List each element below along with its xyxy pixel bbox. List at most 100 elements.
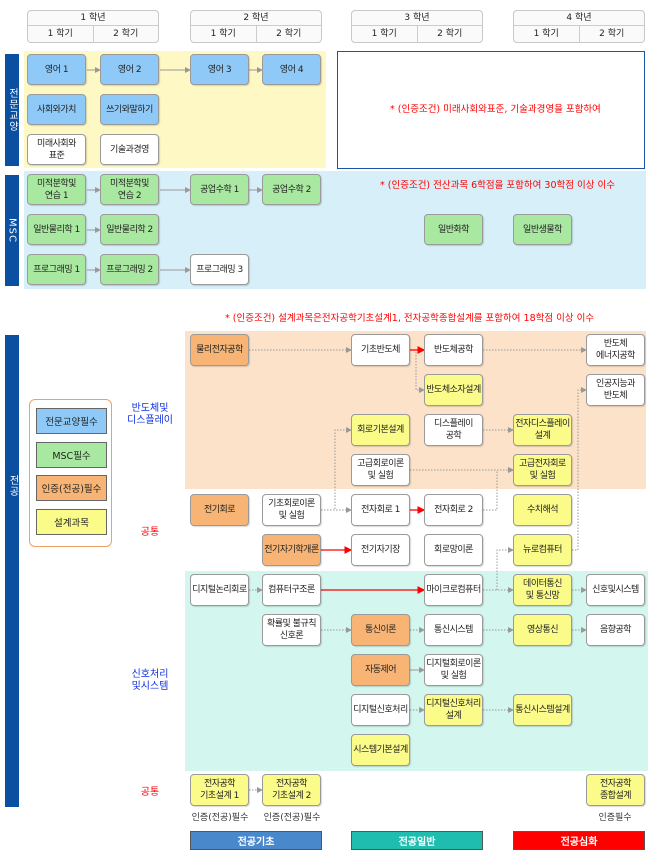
course-box: 회로기본설계 [351, 414, 410, 446]
category-common-design: 공통 [140, 787, 160, 798]
semester-label: 2 학기 [276, 29, 302, 39]
semester-label: 1 학기 [191, 26, 257, 43]
course-box: 물리전자공학 [190, 334, 249, 366]
course-box: 수치해석 [513, 494, 572, 526]
course-box: 일반생물학 [513, 214, 572, 245]
semester-label: 1 학기 [514, 26, 580, 43]
course-box: 인공지능과 반도체 [586, 374, 645, 406]
level-basic: 전공기초 [190, 831, 322, 850]
course-box: 일반물리학 2 [100, 214, 159, 245]
course-box: 영어 4 [262, 54, 321, 85]
course-box: 회로망이론 [424, 534, 483, 566]
course-box: 미적분학및 연습 2 [100, 174, 159, 205]
course-box: 영상통신 [513, 614, 572, 646]
course-box: 디지털논리회로 [190, 574, 249, 606]
course-box: 디지털신호처리 설계 [424, 694, 483, 726]
semester-label: 2 학기 [599, 29, 625, 39]
course-box: 전자공학 기초설계 1 [190, 774, 249, 806]
legend-design: 설계과목 [36, 509, 107, 535]
course-box: 마이크로컴퓨터 [424, 574, 483, 606]
liberal-note-box [337, 51, 645, 169]
course-box: 기술과경영 [100, 134, 159, 165]
prerequisite-arrow [483, 467, 514, 511]
semester-label: 2 학기 [437, 29, 463, 39]
requirement-label: 인증필수 [598, 813, 632, 823]
course-box: 디스플레이 공학 [424, 414, 483, 446]
course-box: 음향공학 [586, 614, 645, 646]
course-box: 프로그래밍 3 [190, 254, 249, 285]
requirement-label: 인증(전공)필수 [263, 813, 321, 823]
course-box: 디지털회로이론 및 실험 [424, 654, 483, 686]
semester-label: 2 학기 [113, 29, 139, 39]
course-box: 전자회로 1 [351, 494, 410, 526]
course-box: 영어 1 [27, 54, 86, 85]
course-box: 전자회로 2 [424, 494, 483, 526]
prerequisite-arrow [415, 352, 425, 393]
course-box: 공업수학 2 [262, 174, 321, 205]
course-box: 사회와가치 [27, 94, 86, 125]
level-advanced: 전공심화 [513, 831, 645, 850]
course-box: 시스템기본설계 [351, 734, 410, 766]
course-box: 신호및시스템 [586, 574, 645, 606]
course-box: 데이터통신 및 통신망 [513, 574, 572, 606]
course-box: 영어 3 [190, 54, 249, 85]
level-general: 전공일반 [351, 831, 483, 850]
course-box: 고급전자회로 및 실험 [513, 454, 572, 486]
course-box: 프로그래밍 1 [27, 254, 86, 285]
course-box: 확률및 불규칙 신호론 [262, 614, 321, 646]
course-box: 영어 2 [100, 54, 159, 85]
course-box: 전기회로 [190, 494, 249, 526]
requirement-label: 인증(전공)필수 [191, 813, 249, 823]
course-box: 미적분학및 연습 1 [27, 174, 86, 205]
year-label: 2 학년 [191, 11, 321, 26]
semester-label: 1 학기 [28, 26, 94, 43]
course-box: 전자공학 기초설계 2 [262, 774, 321, 806]
legend-liberal: 전문교양필수 [36, 408, 107, 434]
section-label-major: 전공 [5, 335, 19, 807]
course-box: 반도체공학 [424, 334, 483, 366]
category-common: 공통 [140, 527, 160, 538]
legend: 전문교양필수 MSC필수 인증(전공)필수 설계과목 [29, 399, 112, 547]
course-box: 통신시스템 [424, 614, 483, 646]
category-semiconductor: 반도체및 디스플레이 [127, 403, 173, 426]
course-box: 반도체 에너지공학 [586, 334, 645, 366]
course-box: 통신이론 [351, 614, 410, 646]
course-box: 전자디스플레이 설계 [513, 414, 572, 446]
prerequisite-arrow [572, 387, 587, 551]
msc-note: * (인증조건) 전산과목 6학점을 포함하여 30학점 이상 이수 [380, 180, 615, 191]
course-box: 기초반도체 [351, 334, 410, 366]
category-signal: 신호처리 및시스템 [131, 669, 169, 692]
course-box: 자동제어 [351, 654, 410, 686]
course-box: 공업수학 1 [190, 174, 249, 205]
course-box: 전기자기장 [351, 534, 410, 566]
prerequisite-arrow [321, 427, 352, 511]
major-note: * (인증조건) 설계과목은전자공학기초설계1, 전자공학종합설계를 포함하여 … [225, 313, 595, 324]
course-box: 일반물리학 1 [27, 214, 86, 245]
course-box: 일반화학 [424, 214, 483, 245]
semester-label: 1 학기 [352, 26, 418, 43]
liberal-note: * (인증조건) 미래사회와표준, 기술과경영을 포함하여 [390, 104, 601, 115]
course-box: 프로그래밍 2 [100, 254, 159, 285]
legend-major-required: 인증(전공)필수 [36, 475, 107, 501]
course-box: 전자공학 종합설계 [586, 774, 645, 806]
course-box: 기초회로이론 및 실험 [262, 494, 321, 526]
section-label-msc: MSC [5, 175, 19, 286]
year-label: 4 학년 [514, 11, 644, 26]
course-box: 전기자기학개론 [262, 534, 321, 566]
course-box: 반도체소자설계 [424, 374, 483, 406]
course-box: 디지털신호처리 [351, 694, 410, 726]
course-box: 쓰기와말하기 [100, 94, 159, 125]
course-box: 컴퓨터구조론 [262, 574, 321, 606]
course-box: 뉴로컴퓨터 [513, 534, 572, 566]
course-box: 미래사회와 표준 [27, 134, 86, 165]
year-label: 3 학년 [352, 11, 482, 26]
legend-msc: MSC필수 [36, 442, 107, 468]
section-label-liberal: 전문교양 [5, 54, 19, 166]
prerequisite-arrow [496, 547, 514, 590]
course-box: 고급회로이론 및 실험 [351, 454, 410, 486]
